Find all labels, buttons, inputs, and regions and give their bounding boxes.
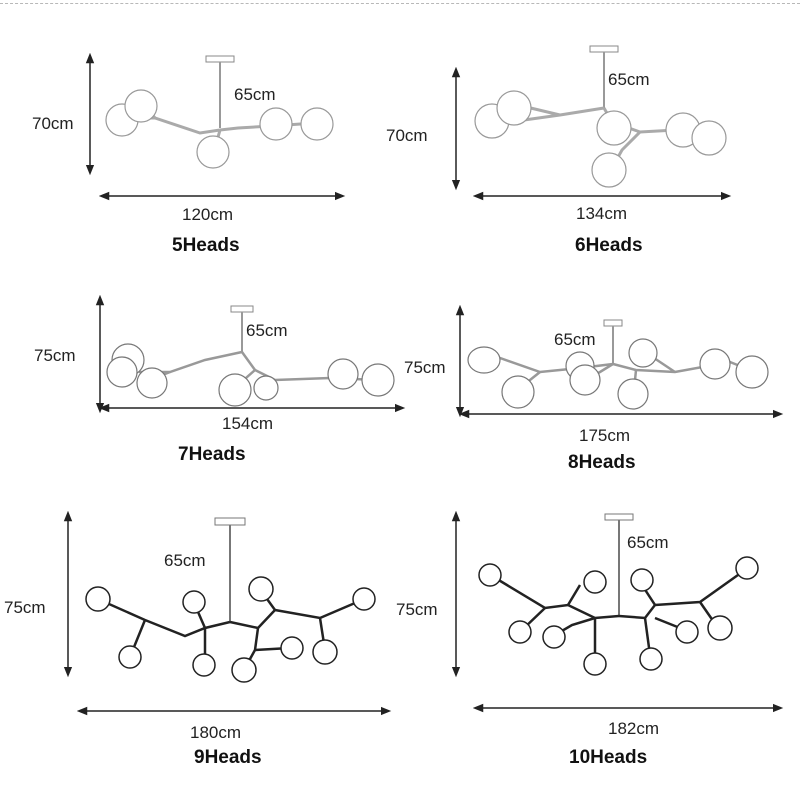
height-dimension: 75cm <box>4 598 46 617</box>
height-dimension: 70cm <box>32 114 74 133</box>
width-dimension: 120cm <box>182 205 234 224</box>
drop-dimension: 65cm <box>246 321 288 340</box>
drop-dimension: 65cm <box>234 85 276 104</box>
chandelier-7-heads-panel: 75cm 65cm 154cm 7Heads <box>0 280 406 540</box>
ceiling-canopy <box>603 319 623 327</box>
glass-globes <box>105 89 334 169</box>
chandelier-10-heads-panel: 75cm 65cm 182cm 10Heads <box>396 500 800 768</box>
ceiling-canopy <box>214 517 246 526</box>
heads-label: 6Heads <box>575 235 643 256</box>
drop-dimension: 65cm <box>554 330 596 349</box>
width-dimension: 182cm <box>608 719 660 738</box>
drop-dimension: 65cm <box>627 533 669 552</box>
top-dashed-border <box>0 3 800 4</box>
heads-label: 10Heads <box>569 747 648 768</box>
drop-dimension: 65cm <box>164 551 206 570</box>
width-dimension: 175cm <box>579 426 631 445</box>
glass-globes <box>85 576 376 683</box>
height-dimension: 75cm <box>404 358 446 377</box>
chandelier-6-heads-drawing <box>451 45 732 201</box>
chandelier-8-heads-panel: 75cm 65cm 175cm 8Heads <box>400 280 800 540</box>
chandelier-5-heads-drawing <box>85 52 346 201</box>
heads-label: 7Heads <box>178 444 246 465</box>
drop-dimension: 65cm <box>608 70 650 89</box>
chandelier-7-heads-drawing <box>95 294 406 414</box>
glass-globes <box>474 90 727 188</box>
ceiling-canopy <box>604 513 634 521</box>
ceiling-canopy <box>230 305 254 313</box>
glass-globes <box>106 343 395 407</box>
glass-globes <box>467 338 769 410</box>
heads-label: 9Heads <box>194 747 262 768</box>
heads-label: 8Heads <box>568 452 636 473</box>
chandelier-8-heads-drawing <box>455 304 784 419</box>
height-dimension: 75cm <box>396 600 438 619</box>
height-dimension: 70cm <box>386 126 428 145</box>
glass-globes <box>478 556 759 676</box>
height-dimension: 75cm <box>34 346 76 365</box>
chandelier-5-heads-panel: 70cm 65cm 120cm 5Heads <box>0 0 400 260</box>
ceiling-canopy <box>205 55 235 63</box>
chandelier-9-heads-drawing <box>63 510 392 716</box>
width-dimension: 154cm <box>222 414 274 433</box>
heads-label: 5Heads <box>172 235 240 256</box>
chandelier-9-heads-panel: 75cm 65cm 180cm 9Heads <box>0 500 400 768</box>
width-dimension: 134cm <box>576 204 628 223</box>
chandelier-6-heads-panel: 70cm 65cm 134cm 6Heads <box>386 0 800 260</box>
ceiling-canopy <box>589 45 619 53</box>
width-dimension: 180cm <box>190 723 242 742</box>
chandelier-10-heads-drawing <box>451 510 784 713</box>
